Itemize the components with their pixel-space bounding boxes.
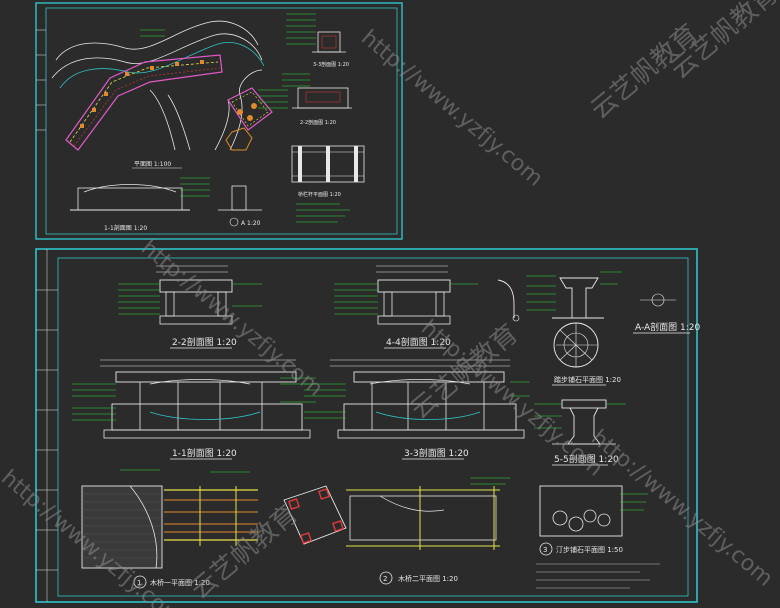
- site-plan-water-edge: [59, 42, 265, 89]
- section-1-1-small: 1-1剖面图 1:20: [70, 177, 210, 232]
- section-2-2: 2-2剖面图 1:20: [118, 265, 262, 349]
- section-2-2-small: 2-2剖面图 1:20: [282, 73, 352, 126]
- top-sheet-title-strip: [36, 29, 46, 131]
- detail-a-small: A 1:20: [218, 185, 262, 227]
- section-1-1-title: 1-1剖面图 1:20: [104, 224, 147, 232]
- stepping-stone-plan: 3 汀步铺石平面图 1:50: [536, 485, 660, 589]
- site-plan-water-outline: [51, 20, 263, 151]
- section-a-a-label: A-A剖面图 1:20: [635, 321, 701, 333]
- section-3-3-small: 3-3剖面图 1:20: [286, 13, 349, 68]
- plan-1-number: 1: [137, 579, 141, 587]
- bottom-sheet-title-strip: [36, 249, 58, 602]
- plan-2-number: 2: [383, 575, 387, 583]
- railing-plan-small: 桥栏杆平面图 1:20: [291, 145, 365, 223]
- stepping-stone-label: 踏步铺石平面图 1:20: [554, 375, 621, 384]
- plan-3-label: 汀步铺石平面图 1:50: [556, 545, 623, 554]
- watermark-brand-2: 云艺帆教育: [185, 499, 304, 606]
- stepping-stone-detail: 踏步铺石平面图 1:20: [552, 322, 621, 386]
- section-1-1-label: 1-1剖面图 1:20: [172, 447, 237, 459]
- site-plan-platform: [225, 87, 273, 151]
- bottom-sheet-inner-frame: [57, 257, 689, 597]
- section-3-3-label: 3-3剖面图 1:20: [404, 447, 469, 459]
- section-5-5: 5-5剖面图 1:20: [534, 399, 626, 466]
- site-plan-bridge-path: [65, 54, 223, 151]
- watermark-url-1: http://www.yzfjy.com: [356, 25, 547, 191]
- section-a-a: A-A剖面图 1:20: [497, 271, 701, 334]
- section-2-2-label: 2-2剖面图 1:20: [172, 336, 237, 348]
- top-sheet-outer-frame: [35, 2, 403, 240]
- top-sheet-inner-frame: [45, 7, 398, 235]
- plan-3-number: 3: [543, 546, 547, 554]
- section-2-2-title: 2-2剖面图 1:20: [300, 119, 336, 126]
- plan-1-label: 木桥一平面图 1:20: [150, 578, 210, 587]
- plan-2-label: 木桥二平面图 1:20: [398, 574, 458, 583]
- section-4-4: 4-4剖面图 1:20: [334, 265, 478, 349]
- bottom-sheet: 2-2剖面图 1:20 4-4剖面图 1:20: [35, 248, 701, 603]
- site-plan-leaders: [140, 29, 288, 109]
- top-sheet: 平面图 1:100 3-3剖面图 1:20 2-2剖面图 1:20: [35, 2, 403, 240]
- detail-a-title: A 1:20: [241, 220, 261, 227]
- watermark-url-5: http://www.yzfjy.com: [586, 425, 777, 591]
- plan-title: 平面图 1:100: [134, 161, 171, 168]
- bridge-plan-2: 2 木桥二平面图 1:20: [283, 477, 510, 585]
- section-3-3-title: 3-3剖面图 1:20: [313, 61, 349, 68]
- bridge-plan-1: 1 木桥一平面图 1:20: [81, 469, 258, 589]
- watermark-url-2: http://www.yzfjy.com: [136, 235, 327, 401]
- section-1-1: 1-1剖面图 1:20: [72, 359, 316, 460]
- bottom-sheet-outer-frame: [35, 248, 698, 603]
- section-3-3: 3-3剖面图 1:20: [304, 359, 530, 460]
- section-5-5-label: 5-5剖面图 1:20: [554, 453, 619, 465]
- railing-plan-title: 桥栏杆平面图 1:20: [298, 191, 341, 198]
- section-4-4-label: 4-4剖面图 1:20: [386, 336, 451, 348]
